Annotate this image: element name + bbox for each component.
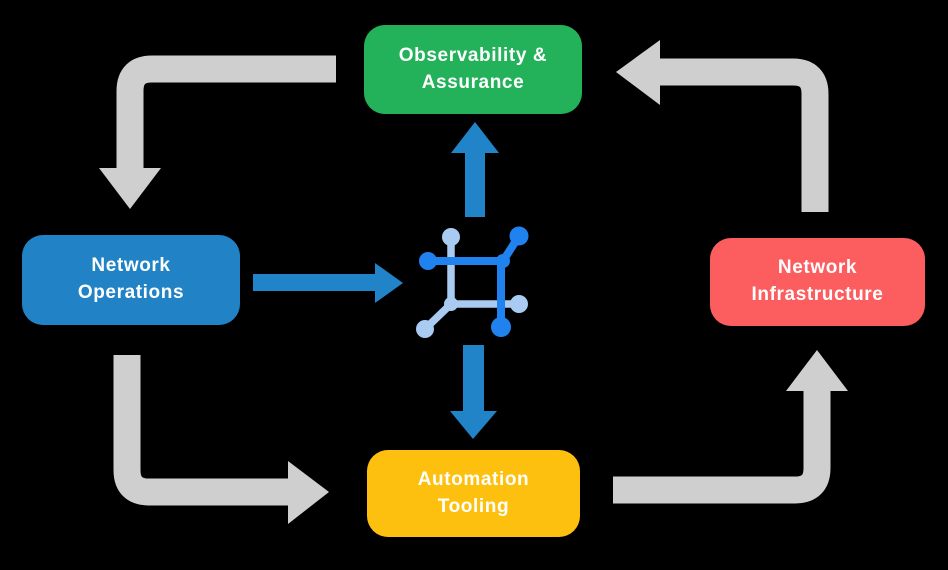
hub-dark-topright-dot (509, 226, 529, 246)
node-label: Automation Tooling (417, 468, 530, 517)
hub-light-branch (416, 228, 528, 338)
node-automation-tooling: Automation Tooling (367, 450, 580, 537)
arrow-head (786, 350, 848, 391)
hub-dark-bottom-dot (491, 317, 511, 337)
arrow-shaft (463, 345, 484, 413)
arrow-automation-to-infrastructure (613, 350, 848, 504)
arrow-shaft (116, 55, 336, 170)
network-hub-icon (416, 226, 529, 338)
arrow-operations-to-hub (253, 263, 403, 303)
arrow-observability-to-operations (99, 55, 336, 209)
hub-dark-left-dot (419, 252, 437, 270)
hub-dark-corner-dot (496, 254, 510, 268)
hub-light-top-dot (442, 228, 460, 246)
node-network-operations: Network Operations (22, 235, 240, 325)
arrow-head (375, 263, 403, 303)
hub-dark-branch (419, 226, 529, 337)
node-label: Network Operations (77, 255, 185, 303)
arrow-hub-to-automation (450, 345, 497, 439)
arrow-infrastructure-to-observability (616, 40, 829, 212)
arrow-shaft (253, 274, 377, 291)
arrow-head (99, 168, 161, 209)
arrow-head (450, 411, 497, 439)
hub-light-right-dot (510, 295, 528, 313)
arrow-shaft (465, 151, 485, 217)
arrow-shaft (113, 355, 290, 506)
hub-light-bottomleft-dot (416, 320, 434, 338)
arrow-shaft (659, 58, 829, 212)
arrow-operations-to-automation (113, 355, 329, 524)
node-label: Network Infrastructure (751, 257, 884, 305)
arrow-head (451, 122, 499, 153)
hub-light-corner-dot (444, 297, 458, 311)
arrow-shaft (613, 390, 831, 504)
arrow-head (616, 40, 660, 105)
node-label: Observability & Assurance (398, 44, 548, 93)
node-network-infrastructure: Network Infrastructure (710, 238, 925, 326)
arrow-hub-to-observability (451, 122, 499, 217)
node-observability-assurance: Observability & Assurance (364, 25, 582, 114)
arrow-head (288, 461, 329, 524)
